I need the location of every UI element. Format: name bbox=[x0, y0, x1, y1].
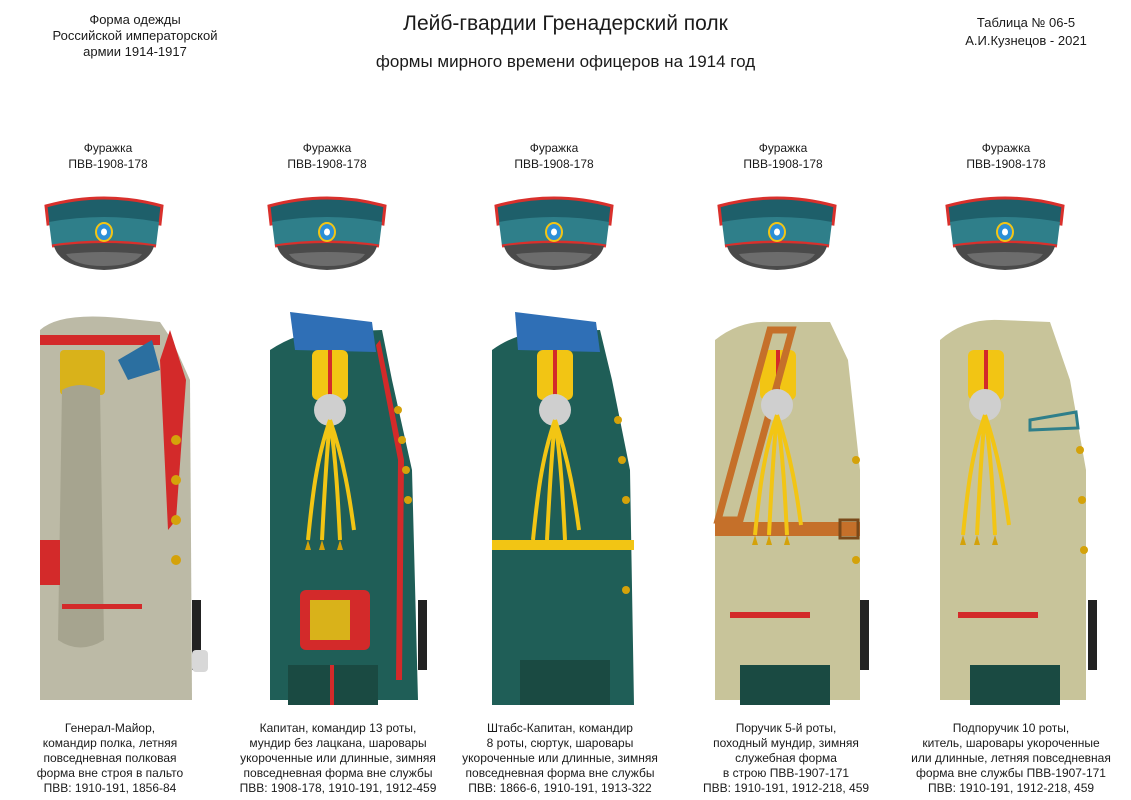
cap-label: Фуражка bbox=[302, 141, 352, 155]
desc-line: или длинные, летняя повседневная bbox=[911, 751, 1111, 765]
table-number: Таблица № 06-5 bbox=[976, 15, 1076, 30]
figure-description-2: Капитан, командир 13 роты, мундир без ла… bbox=[228, 721, 448, 796]
desc-line: ПВВ: 1908-178, 1910-191, 1912-459 bbox=[239, 781, 437, 795]
cap-caption-5: Фуражка ПВВ-1908-178 bbox=[906, 140, 1106, 172]
desc-line: мундир без лацкана, шаровары bbox=[249, 736, 427, 750]
cap-label: Фуражка bbox=[981, 141, 1031, 155]
desc-line: командир полка, летняя bbox=[42, 736, 178, 750]
figure-sub-lieutenant-kitel bbox=[940, 319, 1097, 705]
figure-description-5: Подпоручик 10 роты, китель, шаровары уко… bbox=[901, 721, 1121, 796]
desc-line: повседневная форма вне службы bbox=[465, 766, 655, 780]
table-id: Таблица № 06-5 А.И.Кузнецов - 2021 bbox=[941, 14, 1111, 50]
cap-icon-3 bbox=[494, 196, 614, 272]
figure-captain-tunic bbox=[270, 312, 427, 705]
series-label: Форма одежды Российской императорской ар… bbox=[40, 12, 230, 60]
cap-caption-3: Фуражка ПВВ-1908-178 bbox=[454, 140, 654, 172]
desc-line: ПВВ: 1910-191, 1856-84 bbox=[43, 781, 177, 795]
cap-code: ПВВ-1908-178 bbox=[68, 157, 148, 171]
cap-icon-5 bbox=[945, 196, 1065, 272]
desc-line: Поручик 5-й роты, bbox=[735, 721, 837, 735]
desc-line: форма вне службы ПВВ-1907-171 bbox=[916, 766, 1106, 780]
figure-description-3: Штабс-Капитан, командир 8 роты, сюртук, … bbox=[450, 721, 670, 796]
series-line-2: Российской императорской bbox=[52, 28, 218, 43]
figure-description-4: Поручик 5-й роты, походный мундир, зимня… bbox=[676, 721, 896, 796]
cap-icon-4 bbox=[717, 196, 837, 272]
cap-caption-1: Фуражка ПВВ-1908-178 bbox=[8, 140, 208, 172]
desc-line: ПВВ: 1910-191, 1912-218, 459 bbox=[702, 781, 870, 795]
desc-line: ПВВ: 1910-191, 1912-218, 459 bbox=[927, 781, 1095, 795]
cap-icon-2 bbox=[267, 196, 387, 272]
desc-line: повседневная полковая bbox=[43, 751, 177, 765]
figure-general-coat bbox=[40, 316, 208, 700]
cap-code: ПВВ-1908-178 bbox=[743, 157, 823, 171]
cap-caption-2: Фуражка ПВВ-1908-178 bbox=[227, 140, 427, 172]
desc-line: укороченные или длинные, зимняя bbox=[240, 751, 436, 765]
desc-line: Подпоручик 10 роты, bbox=[952, 721, 1070, 735]
figure-staff-captain-frock bbox=[492, 312, 634, 705]
figure-lieutenant-field bbox=[713, 321, 869, 705]
desc-line: форма вне строя в пальто bbox=[36, 766, 184, 780]
desc-line: Штабс-Капитан, командир bbox=[487, 721, 633, 735]
desc-line: Капитан, командир 13 роты, bbox=[259, 721, 417, 735]
desc-line: Генерал-Майор, bbox=[64, 721, 156, 735]
desc-line: в строю ПВВ-1907-171 bbox=[722, 766, 850, 780]
cap-code: ПВВ-1908-178 bbox=[966, 157, 1046, 171]
author-year: А.И.Кузнецов - 2021 bbox=[965, 33, 1087, 48]
series-line-1: Форма одежды bbox=[89, 12, 181, 27]
desc-line: служебная форма bbox=[735, 751, 837, 765]
desc-line: повседневная форма вне службы bbox=[243, 766, 433, 780]
cap-label: Фуражка bbox=[83, 141, 133, 155]
page-title: Лейб-гвардии Гренадерский полк bbox=[403, 12, 728, 35]
desc-line: ПВВ: 1866-6, 1910-191, 1913-322 bbox=[468, 781, 652, 795]
desc-line: китель, шаровары укороченные bbox=[922, 736, 1100, 750]
cap-label: Фуражка bbox=[529, 141, 579, 155]
desc-line: 8 роты, сюртук, шаровары bbox=[486, 736, 634, 750]
figure-description-1: Генерал-Майор, командир полка, летняя по… bbox=[0, 721, 220, 796]
desc-line: походный мундир, зимняя bbox=[713, 736, 859, 750]
cap-caption-4: Фуражка ПВВ-1908-178 bbox=[683, 140, 883, 172]
series-line-3: армии 1914-1917 bbox=[83, 44, 187, 59]
cap-code: ПВВ-1908-178 bbox=[287, 157, 367, 171]
cap-label: Фуражка bbox=[758, 141, 808, 155]
desc-line: укороченные или длинные, зимняя bbox=[462, 751, 658, 765]
cap-icon-1 bbox=[44, 196, 164, 272]
cap-code: ПВВ-1908-178 bbox=[514, 157, 594, 171]
page-subtitle: формы мирного времени офицеров на 1914 г… bbox=[375, 52, 756, 71]
